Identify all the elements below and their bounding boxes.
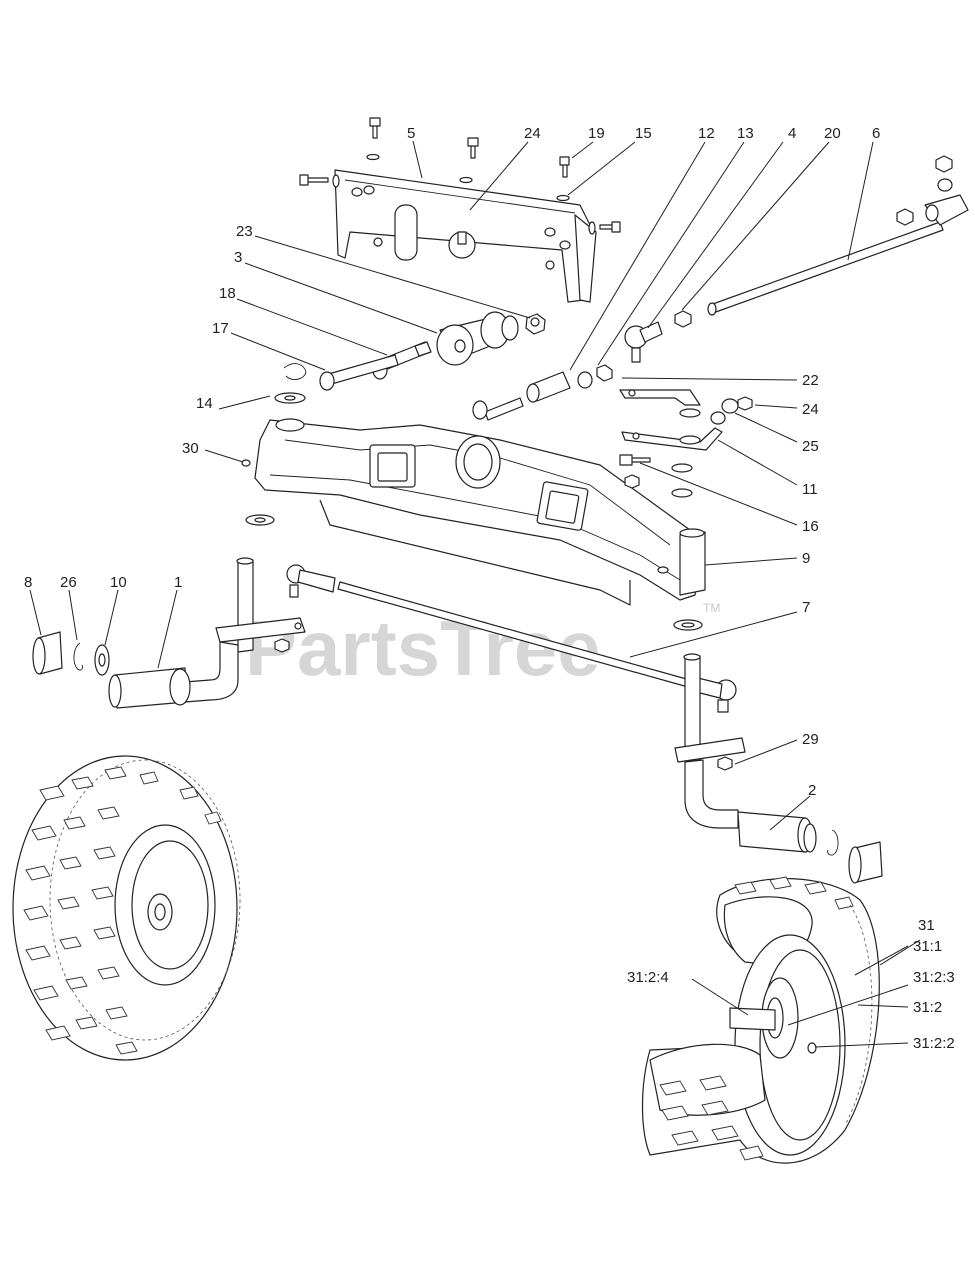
callout-31-2-3: 31:2:3 <box>913 969 955 986</box>
part-11-steering-arm <box>621 427 723 451</box>
callout-20: 20 <box>824 125 841 142</box>
steering-bolt <box>472 397 524 421</box>
callout-29: 29 <box>802 731 819 748</box>
bracket-bolts <box>299 117 621 250</box>
callout-9: 9 <box>802 550 810 567</box>
part-7-tie-rod <box>274 564 737 713</box>
callout-12: 12 <box>698 125 715 142</box>
callout-19: 19 <box>588 125 605 142</box>
callout-6: 6 <box>872 125 880 142</box>
callout-10: 10 <box>110 574 127 591</box>
callout-31-1: 31:1 <box>913 938 942 955</box>
part-23-nut <box>525 313 546 335</box>
callout-31-2-4: 31:2:4 <box>627 969 669 986</box>
part-6-drag-link <box>707 155 969 316</box>
part-13-washer <box>577 364 613 389</box>
callout-31: 31 <box>918 917 935 934</box>
callout-13: 13 <box>737 125 754 142</box>
callout-25: 25 <box>802 438 819 455</box>
part-16-bolt <box>619 454 651 489</box>
part-2-right-spindle <box>674 653 817 853</box>
callout-31-2: 31:2 <box>913 999 942 1016</box>
part-24-25-nut-washer <box>710 396 753 425</box>
callout-24-right: 24 <box>802 401 819 418</box>
washer-14 <box>274 392 306 404</box>
callout-8: 8 <box>24 574 32 591</box>
part-4-ball-joint <box>624 321 663 363</box>
parts-tree-watermark: PartsTree <box>245 604 601 692</box>
callout-16: 16 <box>802 518 819 535</box>
left-wheel-tire <box>12 755 241 1061</box>
callout-4: 4 <box>788 125 796 142</box>
callout-labels: 5 24 19 15 12 13 4 20 6 23 3 18 17 14 22… <box>24 125 955 1052</box>
right-spindle-bushing <box>848 841 883 884</box>
part-9-front-axle <box>254 418 706 606</box>
callout-11: 11 <box>802 481 818 498</box>
callout-17: 17 <box>212 320 229 337</box>
part-31-right-wheel <box>641 876 880 1164</box>
callout-3: 3 <box>234 249 242 266</box>
callout-1: 1 <box>174 574 182 591</box>
part-20-nut <box>674 310 692 328</box>
part-26-clip <box>73 642 83 671</box>
part-1-left-spindle <box>108 557 306 709</box>
callout-2: 2 <box>808 782 816 799</box>
callout-5: 5 <box>407 125 415 142</box>
part-3-pivot-bushing <box>436 311 519 366</box>
part-30-grease-fitting <box>241 459 251 467</box>
callout-14: 14 <box>196 395 213 412</box>
trademark-symbol: TM <box>703 601 720 615</box>
callout-23: 23 <box>236 223 253 240</box>
callout-18: 18 <box>219 285 236 302</box>
callout-7: 7 <box>802 599 810 616</box>
callout-30: 30 <box>182 440 199 457</box>
axle-washers <box>245 514 703 631</box>
callout-15: 15 <box>635 125 652 142</box>
part-5-axle-bracket <box>334 169 597 303</box>
part-22-steering-plate <box>619 389 701 406</box>
callout-leader-lines <box>29 140 921 1048</box>
steering-washers <box>671 408 701 498</box>
part-14-clip <box>283 363 307 380</box>
part-8-bushing <box>32 631 63 675</box>
callout-31-2-2: 31:2:2 <box>913 1035 955 1052</box>
part-12-spacer <box>526 371 571 403</box>
callout-22: 22 <box>802 372 819 389</box>
part-10-washer <box>94 644 110 676</box>
right-spindle-clip <box>827 829 839 856</box>
part-17-bolt <box>319 354 399 391</box>
callout-26: 26 <box>60 574 77 591</box>
callout-24-top: 24 <box>524 125 541 142</box>
